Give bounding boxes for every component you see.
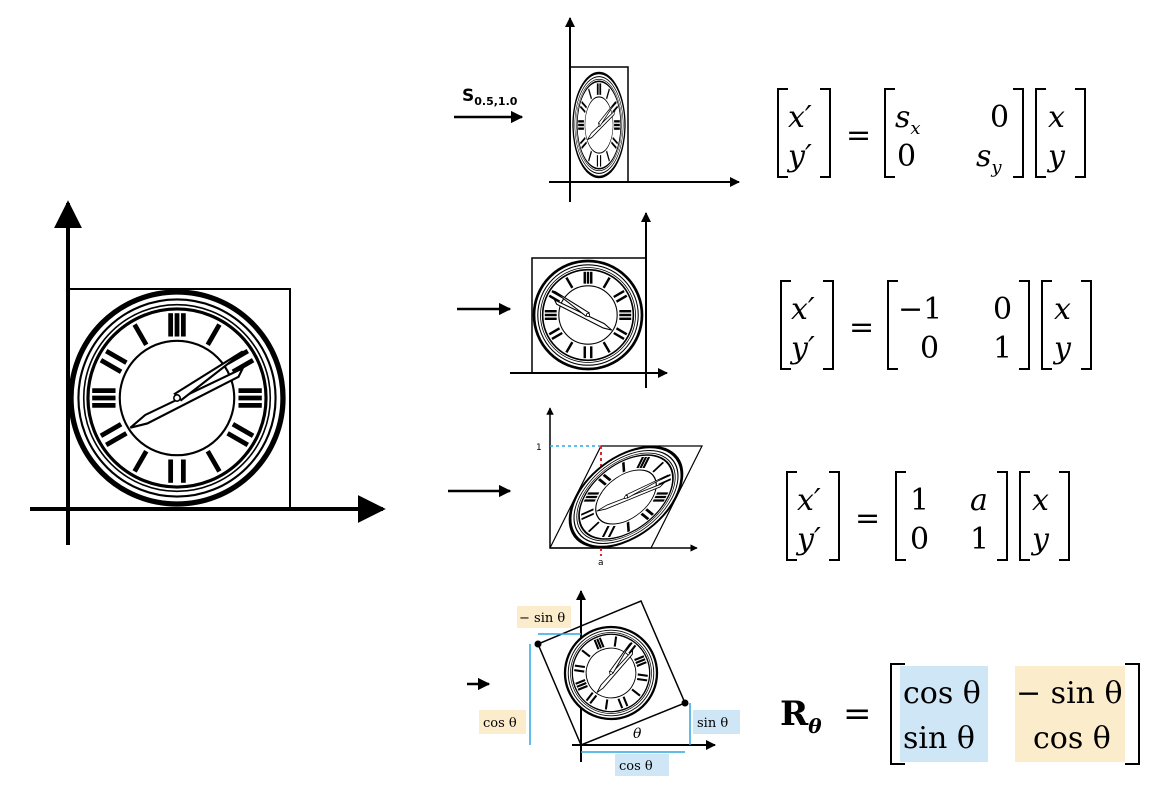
svg-text:y′: y′ <box>795 522 821 557</box>
svg-text:x: x <box>1054 292 1071 327</box>
svg-text:=: = <box>846 118 871 153</box>
svg-text:sin θ: sin θ <box>903 721 975 756</box>
rotate-label-cos-left: cos θ <box>483 716 517 731</box>
svg-text:y: y <box>1052 331 1072 366</box>
svg-text:=: = <box>849 310 874 345</box>
shear-tick-y: 1 <box>536 443 542 453</box>
scale-row: S0.5,1.0 <box>454 17 740 202</box>
reflect-equation: x′ y′ = −1 0 0 1 x y <box>780 280 1092 370</box>
svg-text:y: y <box>1030 522 1050 557</box>
svg-text:=: = <box>843 694 872 734</box>
rotation-col2-bg <box>1015 666 1125 762</box>
scale-bounding-box <box>569 66 629 183</box>
svg-text:1: 1 <box>910 483 929 518</box>
svg-text:−1: −1 <box>898 292 942 327</box>
rotate-label-neg-sin: − sin θ <box>519 611 565 626</box>
rotate-square <box>537 600 686 746</box>
svg-text:cos θ: cos θ <box>903 676 981 711</box>
original-clock <box>71 292 283 504</box>
rotation-col1-bg <box>900 666 988 762</box>
svg-text:1: 1 <box>970 522 989 557</box>
rotation-equation: Rθ = cos θ sin θ − sin θ cos θ <box>780 663 1140 765</box>
shear-parallelogram <box>549 445 703 549</box>
reflect-bounding-box <box>531 257 647 374</box>
svg-text:x′: x′ <box>791 292 815 327</box>
reflect-clock <box>532 259 644 371</box>
rotate-label-neg-sin-bg <box>517 606 571 628</box>
svg-text:=: = <box>855 501 880 536</box>
svg-text:x′: x′ <box>788 100 812 135</box>
rotate-corner-dot-left <box>534 640 542 648</box>
shear-row: 1 a <box>448 407 703 568</box>
svg-text:− sin θ: − sin θ <box>1016 676 1123 711</box>
rotate-label-cos-bottom-bg <box>615 754 669 776</box>
shear-clock <box>549 445 703 549</box>
shear-equation: x′ y′ = 1 a 0 1 x y <box>786 471 1070 561</box>
svg-text:0: 0 <box>910 522 929 557</box>
rotate-label-cos-bottom: cos θ <box>619 759 653 774</box>
svg-text:0: 0 <box>990 100 1009 135</box>
svg-text:0: 0 <box>897 139 916 174</box>
svg-text:sy: sy <box>976 139 1002 178</box>
rotate-corner-dot-right <box>681 699 689 707</box>
svg-text:cos θ: cos θ <box>1033 721 1111 756</box>
rotate-row: − sin θ cos θ sin θ cos θ θ <box>467 590 740 776</box>
svg-text:sx: sx <box>895 100 921 139</box>
rotate-label-theta: θ <box>633 726 642 742</box>
rotate-label-cos-left-bg <box>479 710 526 734</box>
scale-operator-label: S0.5,1.0 <box>462 86 518 108</box>
scale-equation: x′ y′ = sx 0 0 sy x y <box>777 88 1086 178</box>
svg-text:y: y <box>1046 139 1066 174</box>
reflect-row <box>457 212 668 388</box>
svg-text:y′: y′ <box>786 139 812 174</box>
svg-text:x: x <box>1032 483 1049 518</box>
svg-text:y′: y′ <box>789 331 815 366</box>
scale-clock <box>571 71 627 179</box>
svg-text:x: x <box>1048 100 1065 135</box>
svg-text:x′: x′ <box>797 483 821 518</box>
original-bounding-box <box>67 288 291 510</box>
rotate-label-sin-right: sin θ <box>697 716 728 731</box>
svg-text:1: 1 <box>993 331 1012 366</box>
rotate-label-sin-right-bg <box>693 710 740 734</box>
shear-tick-x: a <box>598 558 604 568</box>
svg-text:Rθ: Rθ <box>780 694 822 738</box>
svg-text:0: 0 <box>993 292 1012 327</box>
svg-text:0: 0 <box>920 331 939 366</box>
svg-text:a: a <box>970 483 988 518</box>
original-figure <box>30 200 386 545</box>
